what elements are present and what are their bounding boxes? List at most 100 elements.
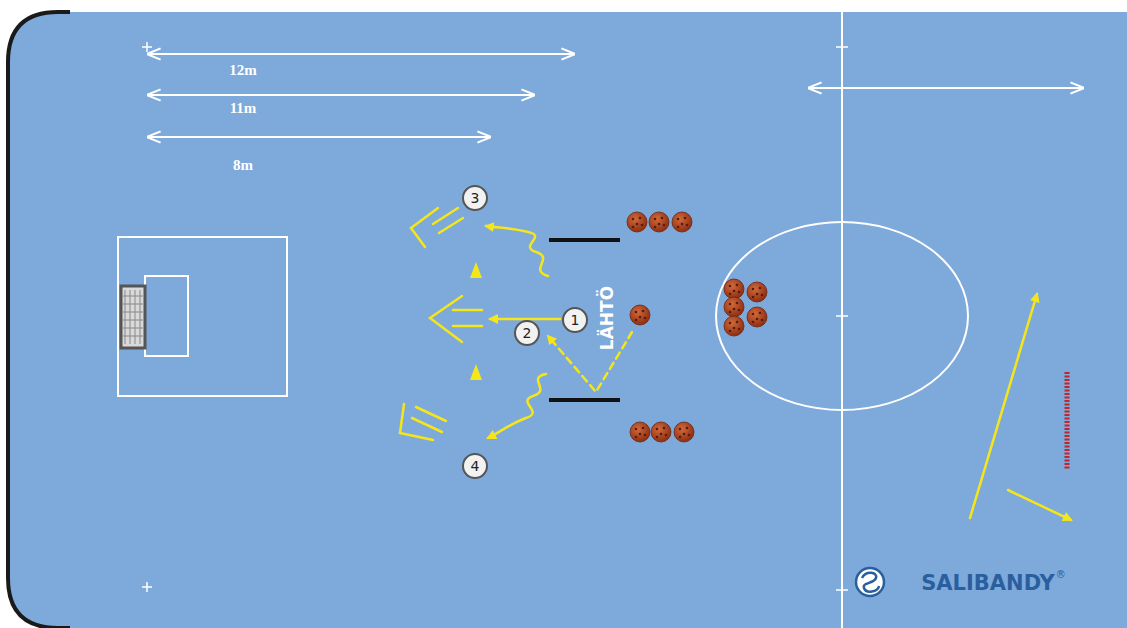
ball-hole (752, 313, 755, 316)
ball-hole (759, 312, 762, 315)
ball-hole (663, 427, 666, 430)
callout-circle: 4 (462, 453, 488, 479)
ball-hole (639, 217, 642, 220)
ball-hole (736, 302, 739, 305)
ball-hole (642, 310, 645, 313)
ball-hole (756, 293, 759, 296)
callout-circle: 3 (462, 185, 488, 211)
trademark-sign: ® (1056, 569, 1066, 580)
ball-hole (686, 427, 689, 430)
ball-hole (635, 319, 638, 322)
logo-icon (856, 568, 884, 596)
face-off-mark (836, 589, 848, 591)
ball-hole (729, 293, 732, 296)
pass-board (1065, 372, 1070, 470)
ball-hole (738, 328, 741, 331)
ball-hole (632, 218, 635, 221)
ball-hole (656, 436, 659, 439)
callout-number: 1 (571, 313, 580, 327)
ball (724, 316, 744, 336)
callout-circle: 1 (562, 307, 588, 333)
ball-hole (756, 318, 759, 321)
dimension-arrow (148, 136, 490, 138)
ball-hole (729, 303, 732, 306)
ball (627, 212, 647, 232)
face-off-dot (142, 582, 152, 592)
ball (724, 297, 744, 317)
ball-hole (761, 319, 764, 322)
callout-number: 4 (471, 459, 480, 473)
ball-hole (644, 317, 647, 320)
ball-hole (654, 218, 657, 221)
ball-hole (632, 226, 635, 229)
ball-hole (660, 433, 663, 436)
center-line (841, 12, 843, 628)
ball-hole (761, 294, 764, 297)
ball-hole (635, 311, 638, 314)
callout-number: 3 (471, 191, 480, 205)
ball-hole (733, 308, 736, 311)
ball-hole (681, 223, 684, 226)
ball-hole (677, 218, 680, 221)
cone (470, 364, 482, 380)
ball-hole (752, 288, 755, 291)
ball-hole (752, 321, 755, 324)
ball (674, 422, 694, 442)
start-bar (549, 238, 620, 242)
court-board (8, 12, 70, 628)
ball-hole (688, 434, 691, 437)
ball-hole (654, 226, 657, 229)
ball-hole (686, 224, 689, 227)
ball-hole (729, 311, 732, 314)
brand-name: SALIBANDY (921, 571, 1055, 595)
ball (651, 422, 671, 442)
face-off-mark (836, 315, 848, 317)
ball-hole (738, 309, 741, 312)
ball-hole (636, 223, 639, 226)
ball-hole (661, 217, 664, 220)
ball-hole (656, 428, 659, 431)
ball-hole (679, 436, 682, 439)
movement-arrows (400, 208, 1071, 520)
ball (747, 282, 767, 302)
face-off-mark (836, 46, 848, 48)
ball-hole (684, 217, 687, 220)
ball-hole (635, 428, 638, 431)
ball-hole (752, 296, 755, 299)
ball-hole (736, 284, 739, 287)
court-floor (8, 12, 1127, 628)
ball-hole (759, 287, 762, 290)
ball (649, 212, 669, 232)
goalkeeper-area (145, 276, 188, 356)
goal-area (118, 237, 287, 396)
dimension-arrow (148, 53, 574, 55)
callout-number: 2 (523, 326, 532, 340)
dimension-arrow (148, 94, 534, 96)
start-bar (549, 398, 620, 402)
ball-hole (642, 427, 645, 430)
ball-hole (677, 226, 680, 229)
ball (672, 212, 692, 232)
ball-hole (729, 330, 732, 333)
cone (470, 262, 482, 278)
ball-hole (733, 327, 736, 330)
ball-hole (729, 285, 732, 288)
goal (121, 286, 145, 348)
center-circle (716, 222, 968, 410)
ball-hole (665, 434, 668, 437)
ball-hole (639, 433, 642, 436)
balls (627, 212, 767, 442)
ball-hole (663, 224, 666, 227)
face-off-dot (142, 42, 152, 52)
dimension-label: 8m (233, 157, 253, 174)
dimension-arrow (809, 87, 1083, 89)
ball-hole (641, 224, 644, 227)
ball-hole (658, 223, 661, 226)
ball-hole (679, 428, 682, 431)
ball (747, 307, 767, 327)
ball-hole (729, 322, 732, 325)
dimension-label: 12m (229, 62, 257, 79)
ball-hole (683, 433, 686, 436)
callout-circle: 2 (514, 320, 540, 346)
ball-hole (639, 316, 642, 319)
